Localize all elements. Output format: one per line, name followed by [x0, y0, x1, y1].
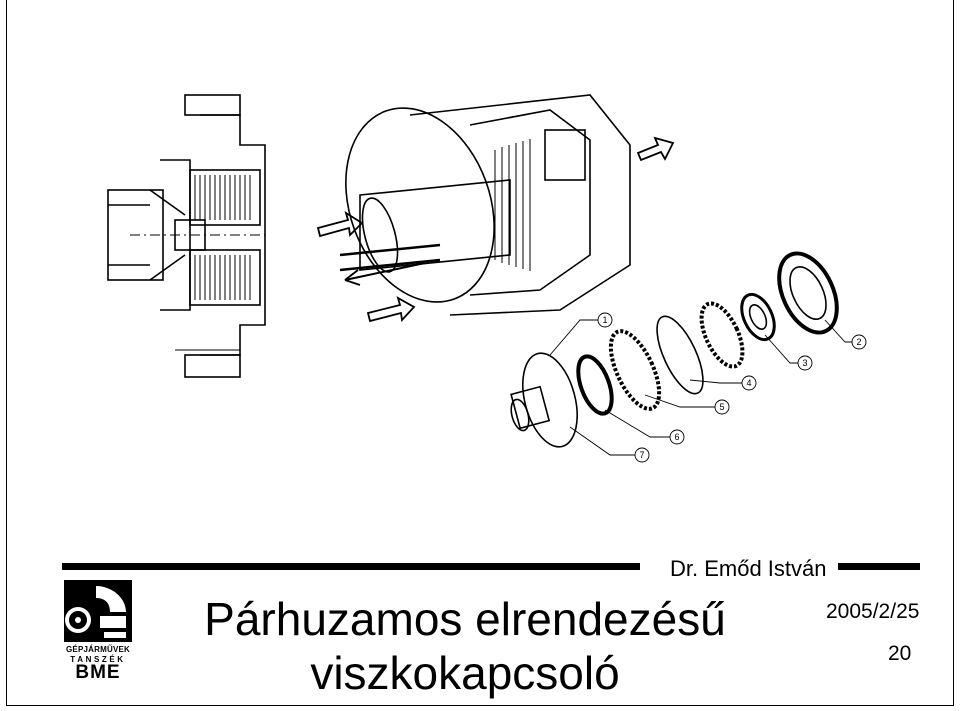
- slide-title-line1: Párhuzamos elrendezésű: [204, 593, 726, 645]
- viscous-coupling-figure: 1 2 3 4 5 6 7: [107, 94, 867, 463]
- footer-rule-left: [62, 563, 640, 570]
- exploded-parts: [510, 251, 839, 448]
- callout-label: 4: [746, 378, 751, 388]
- page-number: 20: [888, 642, 912, 665]
- callout-label: 1: [602, 315, 607, 325]
- author-name: Dr. Emőd István: [670, 556, 827, 581]
- bme-department-logo: [64, 580, 132, 642]
- slide-title-line2: viszkokapcsoló: [310, 647, 620, 699]
- slide-date: 2005/2/25: [826, 600, 920, 623]
- callout-circles: [597, 312, 867, 463]
- slide-frame: [6, 0, 954, 706]
- footer-rule-right: [838, 563, 920, 570]
- callout-label: 6: [674, 432, 679, 442]
- flow-arrows: [316, 136, 675, 323]
- cutaway-assembly: [339, 94, 631, 316]
- cross-section-drawing: [107, 94, 266, 378]
- callout-label: 7: [639, 450, 644, 460]
- callout-label: 3: [802, 358, 807, 368]
- callout-label: 2: [856, 337, 861, 347]
- logo-text-line1: GÉPJÁRMŰVEK: [66, 645, 130, 654]
- logo-text-line2: TANSZÉK: [70, 655, 126, 664]
- logo-text-line3: BME: [75, 662, 121, 683]
- callout-leaders: [549, 319, 852, 456]
- callout-label: 5: [719, 402, 724, 412]
- slide-title: Párhuzamos elrendezésű viszkokapcsoló: [150, 592, 780, 700]
